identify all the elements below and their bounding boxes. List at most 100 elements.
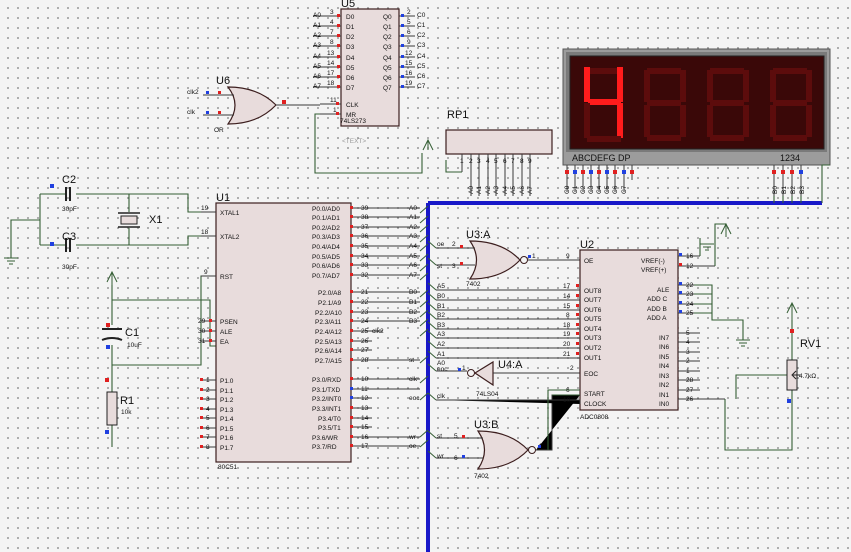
svg-text:11: 11 <box>361 386 368 393</box>
svg-text:st: st <box>437 433 442 440</box>
svg-text:oe: oe <box>409 443 417 450</box>
svg-text:A2: A2 <box>313 32 321 39</box>
svg-text:74LS04: 74LS04 <box>476 391 499 398</box>
svg-text:3: 3 <box>686 349 690 356</box>
svg-text:Q3: Q3 <box>383 44 392 51</box>
svg-text:P3.5/T1: P3.5/T1 <box>318 425 341 432</box>
microcontroller-u1[interactable]: U1 80C51 XTAL1 XTAL2 RST PSEN ALE EA P1.… <box>198 192 420 471</box>
svg-text:22: 22 <box>686 282 694 289</box>
svg-text:27: 27 <box>686 387 694 394</box>
svg-text:A2: A2 <box>437 341 445 348</box>
svg-text:32: 32 <box>361 272 369 279</box>
svg-text:19: 19 <box>405 80 413 87</box>
svg-text:P2.2/A10: P2.2/A10 <box>315 310 342 317</box>
resistor-pack-rp1[interactable]: RP1 1 2 3 4 5 6 7 8 9 A0 A1 A2 A3 A4 A5 … <box>445 109 553 196</box>
svg-text:14: 14 <box>361 415 369 422</box>
digit-1 <box>584 67 623 142</box>
display-digit-nets: B0 B1 B2 B3 <box>772 186 806 194</box>
or-gate-in2: clk <box>187 109 196 116</box>
svg-text:P3.1/TXD: P3.1/TXD <box>312 387 340 394</box>
latch-74ls273[interactable]: U5 D0 D1 D2 D3 D4 D5 D6 D7 Q0 Q1 Q2 Q3 Q… <box>313 0 426 145</box>
svg-text:8: 8 <box>520 158 524 165</box>
svg-text:B3: B3 <box>409 318 417 325</box>
svg-text:P0.0/AD0: P0.0/AD0 <box>312 206 340 213</box>
resistor-r1[interactable]: R1 10k <box>105 378 134 434</box>
svg-text:OUT3: OUT3 <box>584 335 602 342</box>
svg-text:1: 1 <box>460 158 464 165</box>
svg-text:22: 22 <box>361 299 369 306</box>
svg-text:P0.1/AD1: P0.1/AD1 <box>312 215 340 222</box>
svg-text:5: 5 <box>206 415 210 422</box>
reset-circuit[interactable]: C1 10uF R1 10k <box>101 275 216 447</box>
svg-text:XTAL2: XTAL2 <box>220 234 240 241</box>
svg-text:CLK: CLK <box>346 102 359 109</box>
crystal-x1[interactable]: X1 <box>118 212 162 228</box>
svg-text:IN1: IN1 <box>659 392 670 399</box>
svg-text:4: 4 <box>206 406 210 413</box>
svg-text:12: 12 <box>686 263 694 270</box>
svg-text:P3.6/WR: P3.6/WR <box>312 435 338 442</box>
svg-text:B1: B1 <box>409 299 417 306</box>
capacitor-c1[interactable]: C1 10uF <box>101 323 142 349</box>
svg-text:Q4: Q4 <box>383 55 392 62</box>
svg-text:P2.3/A11: P2.3/A11 <box>315 319 342 326</box>
svg-text:2: 2 <box>469 158 473 165</box>
svg-text:11: 11 <box>330 97 337 104</box>
svg-text:3: 3 <box>477 158 481 165</box>
svg-text:P1.1: P1.1 <box>220 388 234 395</box>
display-pin-markers <box>565 170 803 174</box>
inverter-u4a[interactable]: U4:A 74LS04 eoc 1 2 <box>436 359 580 398</box>
adc-u2[interactable]: U2 ADC0808 OE OUT8 OUT7 OUT6 OUT5 OUT4 O… <box>436 223 744 421</box>
data-bus <box>419 201 822 552</box>
svg-text:ALE: ALE <box>657 287 670 294</box>
svg-text:P1.2: P1.2 <box>220 397 234 404</box>
svg-text:8: 8 <box>330 39 334 46</box>
svg-text:33: 33 <box>361 262 369 269</box>
svg-text:13: 13 <box>327 50 335 57</box>
potentiometer-rv1[interactable]: RV1 4.7kΩ <box>724 320 821 451</box>
clock-circuit[interactable]: C2 30pF C3 30pF X1 <box>10 174 216 271</box>
svg-text:A0: A0 <box>409 205 417 212</box>
svg-text:PSEN: PSEN <box>220 319 238 326</box>
digit-3 <box>707 68 749 141</box>
svg-text:8: 8 <box>566 312 570 319</box>
svg-text:IN6: IN6 <box>659 344 670 351</box>
svg-text:35: 35 <box>361 243 369 250</box>
latch-pin-markers <box>336 14 404 115</box>
svg-text:A5: A5 <box>313 63 321 70</box>
svg-text:15: 15 <box>405 60 413 67</box>
svg-text:P0.6/AD6: P0.6/AD6 <box>312 263 340 270</box>
svg-text:16: 16 <box>361 434 369 441</box>
svg-text:P3.0/RXD: P3.0/RXD <box>312 377 341 384</box>
svg-text:24: 24 <box>686 301 694 308</box>
svg-text:C7: C7 <box>621 185 628 194</box>
svg-text:34: 34 <box>361 253 369 260</box>
svg-text:24: 24 <box>361 318 369 325</box>
svg-text:R1: R1 <box>120 395 134 407</box>
nor-gate-u3a[interactable]: U3:A 7402 oe st 2 3 1 <box>436 229 580 288</box>
seven-segment-display[interactable]: ABCDEFG DP 1234 C0 C1 C2 C3 C4 C5 C6 C7 … <box>562 48 831 203</box>
or-gate-u6[interactable]: U6 OR clk2 clk <box>187 75 320 134</box>
svg-text:10: 10 <box>563 397 571 404</box>
svg-text:A1: A1 <box>313 22 321 29</box>
svg-text:ADD A: ADD A <box>647 315 667 322</box>
svg-text:RV1: RV1 <box>800 338 821 350</box>
svg-text:38: 38 <box>361 214 369 221</box>
svg-text:C4: C4 <box>596 185 603 194</box>
adc-ref: U2 <box>580 239 594 251</box>
capacitor-c3[interactable]: C3 30pF <box>50 231 77 271</box>
svg-text:A0: A0 <box>468 186 475 194</box>
svg-text:VREF(+): VREF(+) <box>641 267 666 274</box>
svg-text:P0.3/AD3: P0.3/AD3 <box>312 234 340 241</box>
svg-text:2: 2 <box>452 241 456 248</box>
svg-text:OUT6: OUT6 <box>584 307 602 314</box>
svg-text:23: 23 <box>361 309 369 316</box>
nor-gate-u3b[interactable]: U3:B 7402 st wr 5 6 4 <box>436 394 580 480</box>
capacitor-c2[interactable]: C2 30pF <box>50 174 77 213</box>
svg-text:B2: B2 <box>790 186 797 194</box>
svg-text:oe: oe <box>437 241 445 248</box>
svg-text:4: 4 <box>686 339 690 346</box>
svg-text:10: 10 <box>361 376 369 383</box>
svg-text:A1: A1 <box>437 351 445 358</box>
